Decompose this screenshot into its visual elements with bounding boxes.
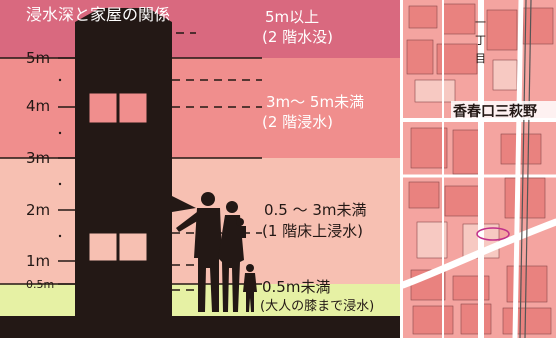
tick-1m: 1m xyxy=(26,252,50,270)
house-windows xyxy=(86,90,150,126)
house-silhouette-icon xyxy=(75,8,196,317)
band-3-5m xyxy=(0,58,400,158)
band-labels: 5m以上 (2 階水没) 3m～ 5m未満 (2 階浸水) 0.5 ～ 3m未満… xyxy=(260,8,374,314)
band-label-05-3m-2: (1 階床上浸水) xyxy=(262,222,363,240)
band-label-3-5m-1: 3m～ 5m未満 xyxy=(266,93,364,111)
map-place-label: 香春口三萩野 xyxy=(452,103,537,120)
svg-text:一: 一 xyxy=(475,16,486,29)
map-vertical-text: 一 丁 目 xyxy=(475,16,486,65)
tick-4m: 4m xyxy=(26,97,50,115)
flood-depth-legend: 浸水深と家屋の関係 5m 4m 3m 2m 1m 0.5m 5m以上 (2 階水… xyxy=(0,0,400,338)
ground xyxy=(0,316,400,338)
hazard-map[interactable]: 香春口三萩野 一 丁 目 xyxy=(403,0,556,338)
family-silhouette-icon xyxy=(176,192,257,312)
band-label-5m-over-1: 5m以上 xyxy=(265,8,319,26)
band-label-5m-over-2: (2 階水没) xyxy=(262,28,333,46)
depth-axis: 5m 4m 3m 2m 1m 0.5m xyxy=(26,49,54,291)
panel-separator xyxy=(400,0,403,338)
tick-5m: 5m xyxy=(26,49,50,67)
legend-title: 浸水深と家屋の関係 xyxy=(26,5,170,24)
band-label-under-05m-1: 0.5m未満 xyxy=(262,278,330,296)
tick-2m: 2m xyxy=(26,201,50,219)
band-label-3-5m-2: (2 階浸水) xyxy=(262,113,333,131)
map-marker-ellipse[interactable] xyxy=(476,227,510,241)
svg-text:目: 目 xyxy=(475,52,486,65)
tick-05m: 0.5m xyxy=(26,278,54,291)
band-label-05-3m-1: 0.5 ～ 3m未満 xyxy=(264,201,367,219)
svg-text:丁: 丁 xyxy=(475,34,486,47)
band-label-under-05m-2: (大人の膝まで浸水) xyxy=(260,299,374,314)
band-5m-over xyxy=(0,0,400,58)
tick-3m: 3m xyxy=(26,149,50,167)
